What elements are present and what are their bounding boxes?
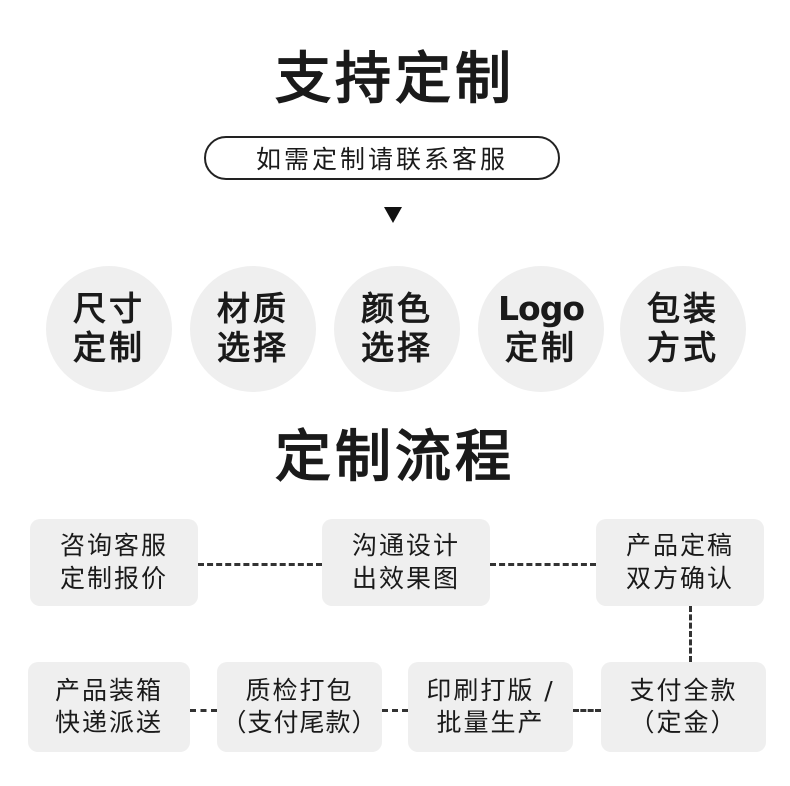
option-label: 定制 — [73, 328, 145, 367]
step-payment: 支付全款 （定金） — [601, 662, 766, 752]
step-label: 产品定稿 — [625, 531, 734, 560]
step-label: （定金） — [629, 708, 738, 737]
option-label: 尺寸 — [73, 289, 145, 329]
step-confirm: 产品定稿 双方确认 — [596, 519, 764, 606]
contact-service-note: 如需定制请联系客服 — [204, 136, 560, 180]
step-label: 产品装箱 — [54, 675, 163, 705]
step-label: 支付全款 — [629, 675, 738, 705]
option-label: 颜色 — [361, 289, 433, 329]
option-color: 颜色 选择 — [334, 266, 460, 392]
option-label: 定制 — [505, 328, 577, 367]
option-logo: Logo 定制 — [478, 266, 604, 392]
step-label: 沟通设计 — [351, 531, 460, 560]
option-label: Logo — [498, 289, 585, 329]
step-consult: 咨询客服 定制报价 — [30, 519, 198, 606]
step-label: 双方确认 — [625, 563, 734, 593]
page-title: 支持定制 — [275, 47, 515, 112]
step-label: 咨询客服 — [59, 531, 168, 560]
step-design: 沟通设计 出效果图 — [322, 519, 490, 606]
step-shipping: 产品装箱 快递派送 — [28, 662, 190, 752]
flow-connector — [198, 563, 322, 566]
step-label: 快递派送 — [54, 708, 163, 737]
step-label: 定制报价 — [59, 563, 168, 593]
flow-connector — [573, 709, 601, 712]
step-label: 质检打包 — [245, 675, 354, 705]
down-arrow-icon — [384, 207, 402, 223]
option-label: 选择 — [217, 328, 289, 367]
step-production: 印刷打版 / 批量生产 — [408, 662, 573, 752]
step-label: 印刷打版 / — [426, 675, 555, 705]
option-packaging: 包装 方式 — [620, 266, 746, 392]
option-label: 包装 — [647, 289, 719, 329]
flow-connector — [382, 709, 408, 712]
step-label: （支付尾款） — [221, 708, 378, 737]
step-label: 出效果图 — [351, 563, 460, 593]
option-label: 方式 — [647, 328, 719, 367]
step-inspection: 质检打包 （支付尾款） — [217, 662, 382, 752]
step-label: 批量生产 — [436, 708, 545, 737]
option-material: 材质 选择 — [190, 266, 316, 392]
process-title: 定制流程 — [275, 425, 515, 490]
flow-connector — [490, 563, 596, 566]
option-label: 材质 — [217, 289, 289, 329]
flow-connector — [689, 606, 692, 662]
flow-connector — [190, 709, 217, 712]
option-label: 选择 — [361, 328, 433, 367]
option-size: 尺寸 定制 — [46, 266, 172, 392]
